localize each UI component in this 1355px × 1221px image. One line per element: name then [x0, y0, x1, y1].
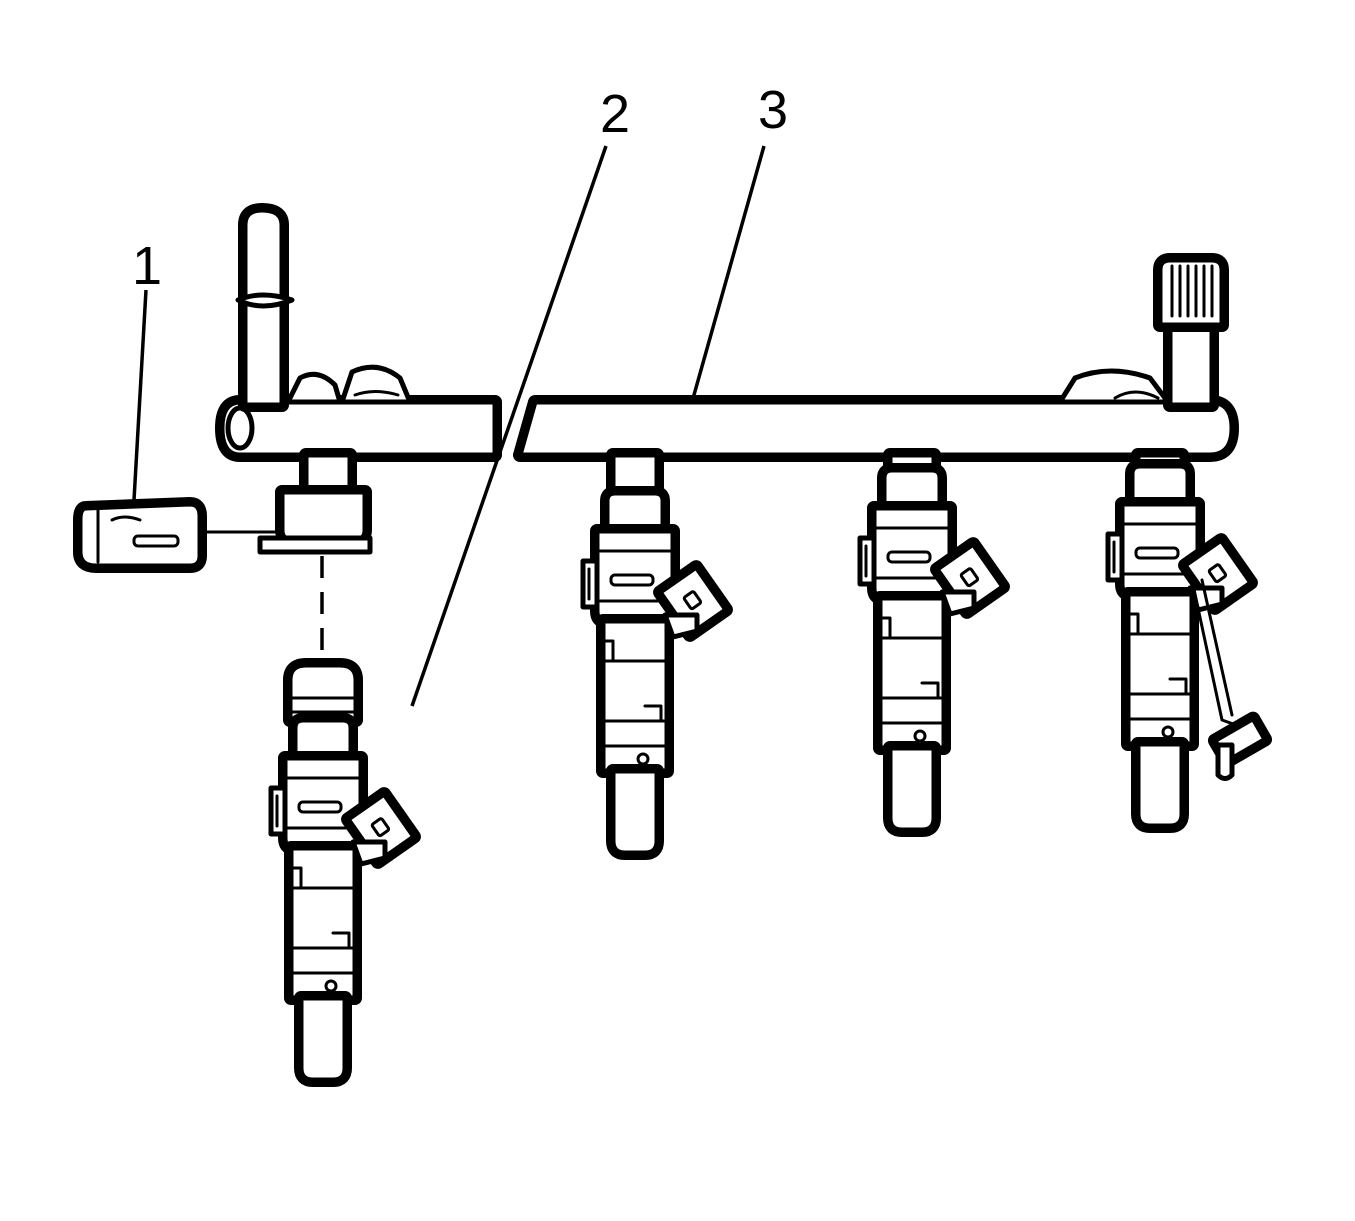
callout-label-3: 3 — [758, 80, 788, 140]
fuel-injector-mounted-3 — [1108, 455, 1273, 826]
callout-leader-2 — [410, 145, 608, 707]
callout-leader-1 — [132, 289, 148, 501]
fuel-injector-removed — [271, 658, 414, 1080]
empty-injector-socket — [257, 455, 373, 555]
callout-label-1: 1 — [132, 236, 162, 296]
fuel-injector-mounted-1 — [583, 455, 726, 853]
fuel-injector-mounted-2 — [860, 455, 1003, 830]
callout-label-2: 2 — [600, 84, 630, 144]
callout-leader-3 — [690, 145, 766, 403]
injector-retainer-clip — [73, 497, 282, 573]
fuel-rail — [215, 203, 1239, 462]
